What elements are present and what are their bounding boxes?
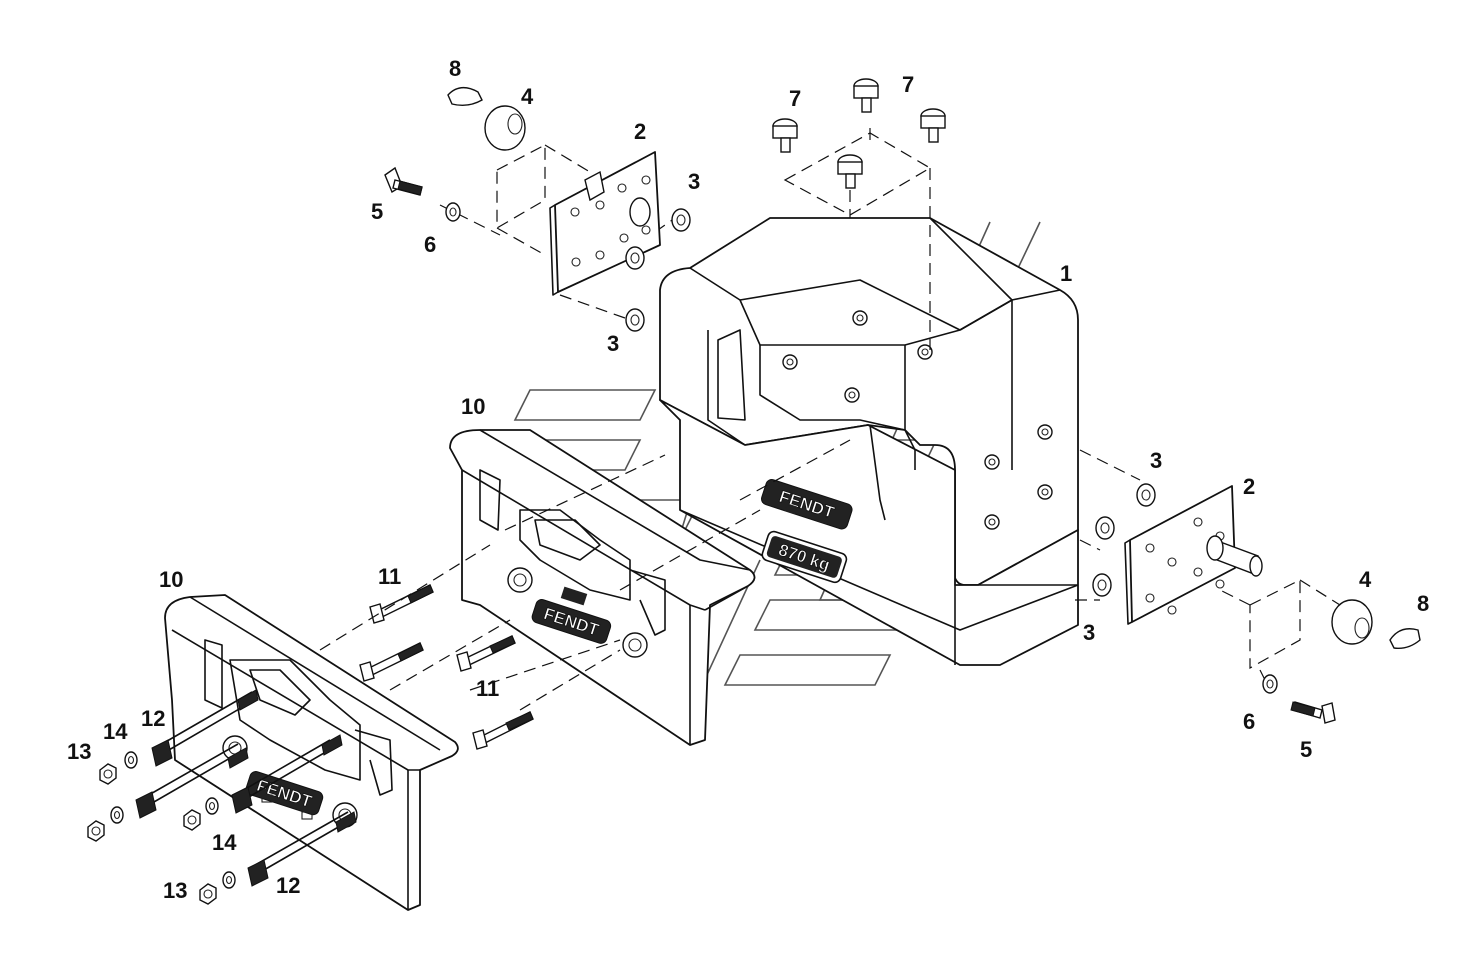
callout-13-upper: 13: [67, 739, 91, 764]
callout-4-right: 4: [1359, 567, 1372, 592]
callout-2-left: 2: [634, 119, 646, 144]
middle-slab-weight: FENDT: [449, 429, 756, 746]
callout-4-left: 4: [521, 84, 534, 109]
callout-11-lower: 11: [476, 676, 499, 701]
callout-2-right: 2: [1243, 474, 1255, 499]
callout-3-lower: 3: [607, 331, 619, 356]
callout-12-upper: 12: [141, 706, 165, 731]
callout-5-left: 5: [371, 199, 383, 224]
callout-14-lower: 14: [212, 830, 237, 855]
callout-8-left: 8: [449, 56, 461, 81]
callout-5-right: 5: [1300, 737, 1312, 762]
callout-12-lower: 12: [276, 873, 300, 898]
stud-7-set: [772, 78, 946, 216]
callout-7-right: 7: [902, 72, 914, 97]
callout-10-mid: 10: [461, 394, 485, 419]
callout-13-lower: 13: [163, 878, 187, 903]
callout-3-right: 3: [1150, 448, 1162, 473]
callout-8-right: 8: [1417, 591, 1429, 616]
front-slab-weight: FENDT: [164, 594, 459, 911]
callout-3-bottom: 3: [1083, 620, 1095, 645]
hitch-assembly-left: [384, 87, 691, 332]
callout-6-left: 6: [424, 232, 436, 257]
bolt-11-set: [359, 584, 534, 750]
callout-labels: 1 2 2 3 3 3 3 4 4 5 5 6 6 7 7 8 8 10 10 …: [67, 56, 1429, 903]
callout-3-upper: 3: [688, 169, 700, 194]
callout-6-right: 6: [1243, 709, 1255, 734]
tie-rod-12-set: [87, 689, 357, 905]
main-weight-block: FENDT 870 kg: [659, 217, 1079, 666]
callout-1: 1: [1060, 261, 1072, 286]
callout-7-left: 7: [789, 86, 801, 111]
callout-14-upper: 14: [103, 719, 128, 744]
callout-11-upper: 11: [378, 564, 401, 589]
hitch-assembly-right: [1092, 483, 1421, 724]
callout-10-front: 10: [159, 567, 183, 592]
